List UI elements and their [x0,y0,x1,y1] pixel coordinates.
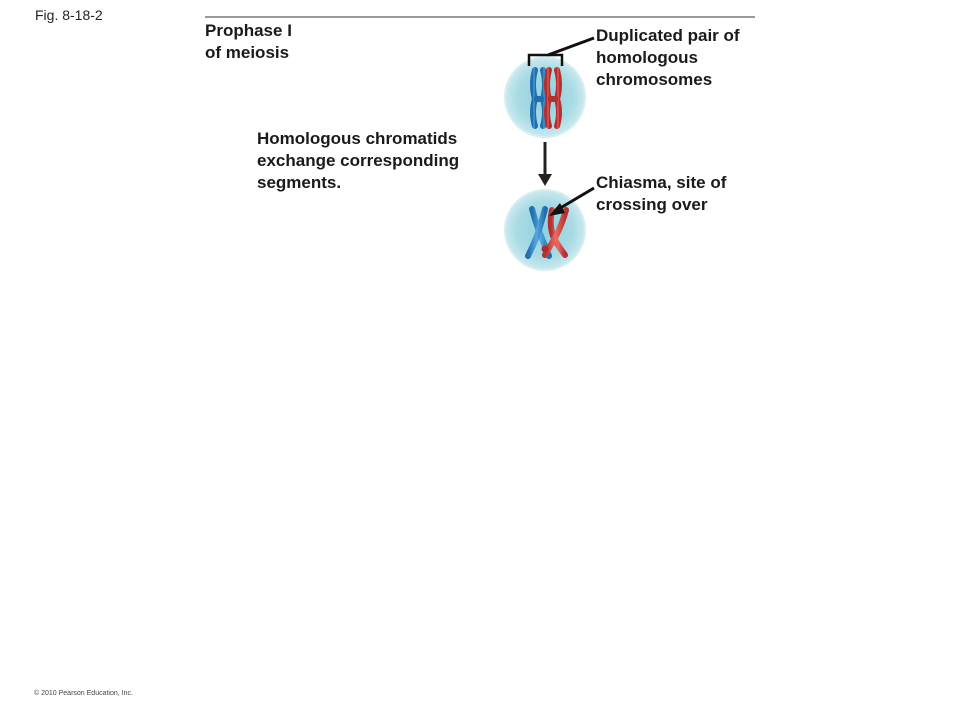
callout-chiasma-line-1: Chiasma, site of [596,173,727,192]
callout-chiasma: Chiasma, site of crossing over [596,172,726,216]
callout-duplicated-line-1: Duplicated pair of [596,26,740,45]
description-line-3: segments. [257,173,342,192]
description-line-1: Homologous chromatids [257,129,458,148]
cell-after-icon [504,189,586,271]
red-chromosome [544,67,562,129]
stage-title-line-1: Prophase I [205,21,292,40]
callout-duplicated-pair: Duplicated pair of homologous chromosome… [596,25,740,91]
callout-chiasma-line-2: crossing over [596,195,708,214]
callout-duplicated-line-3: chromosomes [596,70,713,89]
callout-duplicated-line-2: homologous [596,48,698,67]
stage-title: Prophase I of meiosis [205,20,292,64]
description-line-2: exchange corresponding [257,151,460,170]
process-description: Homologous chromatids exchange correspon… [257,128,459,194]
figure-label: Fig. 8-18-2 [35,7,103,23]
process-arrow-icon [538,142,552,186]
duplicated-pair-leader [547,36,595,57]
chiasma-point [541,245,549,253]
copyright-notice: © 2010 Pearson Education, Inc. [34,690,133,697]
top-divider [205,16,755,18]
pair-bracket [527,53,564,66]
cell-before-icon [504,56,586,138]
chiasma-arrow-icon [549,186,595,216]
stage-title-line-2: of meiosis [205,43,290,62]
